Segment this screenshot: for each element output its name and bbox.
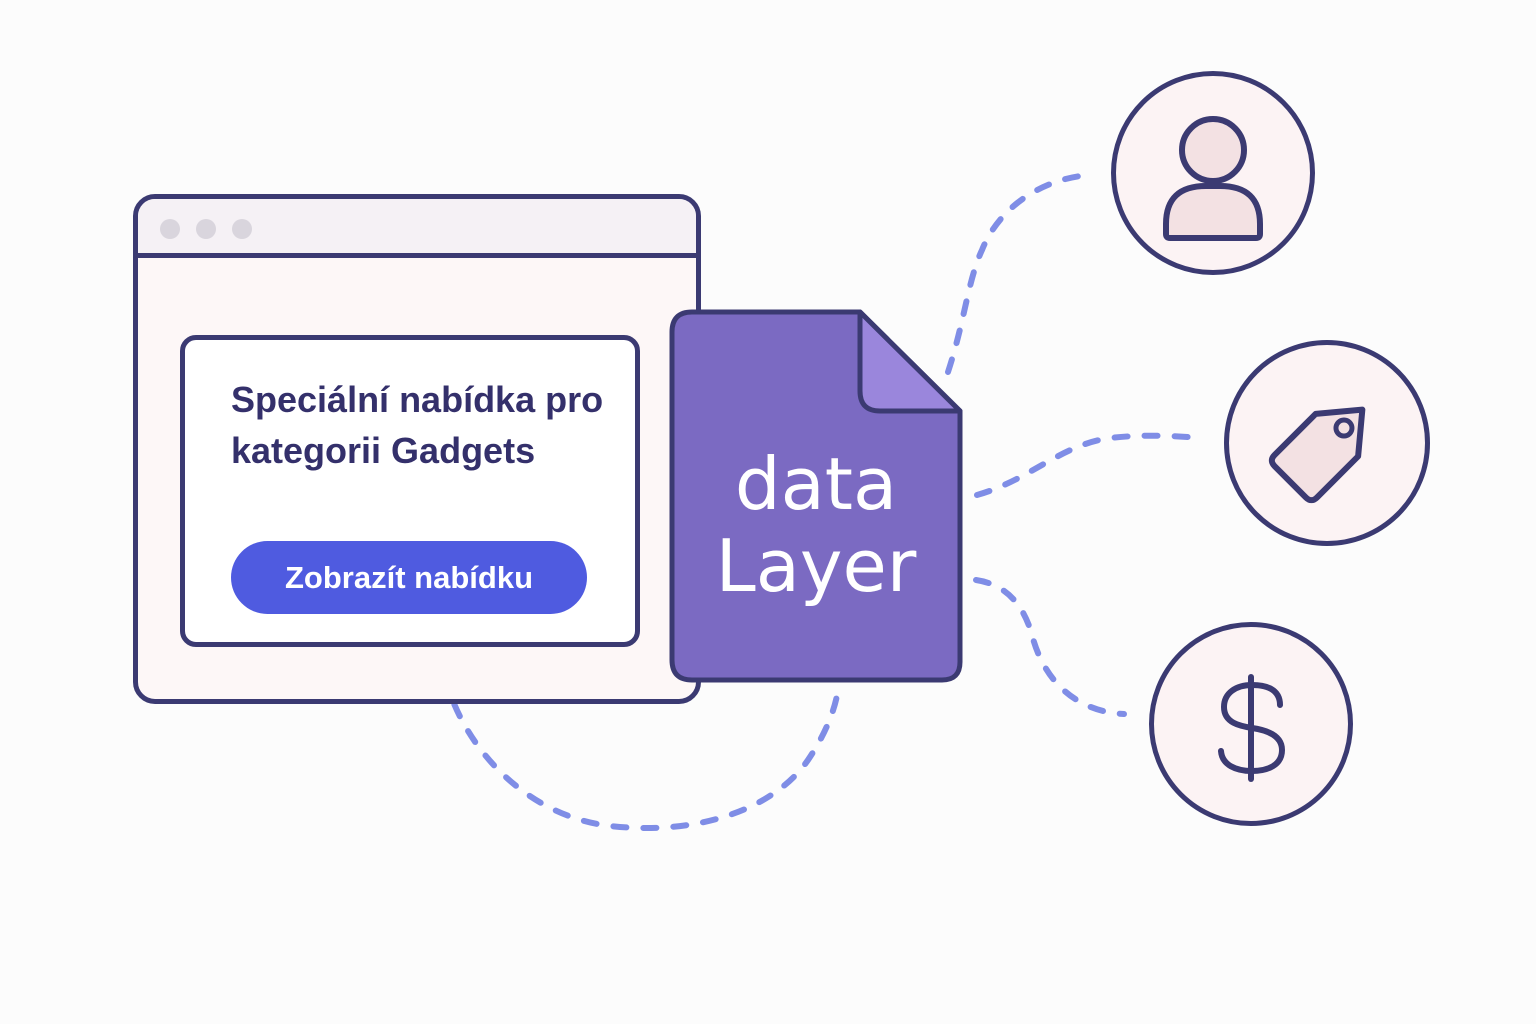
offer-card: Speciální nabídka pro kategorii Gadgets … <box>180 335 640 647</box>
user-circle <box>1111 71 1315 275</box>
tag-circle <box>1224 340 1430 546</box>
data-layer-label-line1: data <box>734 442 898 526</box>
browser-window: Speciální nabídka pro kategorii Gadgets … <box>133 194 701 704</box>
window-control-dot <box>160 219 180 239</box>
connector-loop <box>442 673 841 832</box>
window-control-dot <box>232 219 252 239</box>
document-icon <box>669 309 963 683</box>
user-icon <box>1163 116 1263 241</box>
browser-titlebar <box>138 199 696 258</box>
dollar-icon <box>1218 674 1286 782</box>
view-offer-button[interactable]: Zobrazít nabídku <box>231 541 587 614</box>
price-tag-icon <box>1268 406 1366 504</box>
data-layer-label-line2: Layer <box>715 524 917 608</box>
connector-to-dollar <box>973 577 1127 717</box>
offer-title: Speciální nabídka pro kategorii Gadgets <box>231 379 604 471</box>
dollar-circle <box>1149 622 1353 826</box>
connector-to-tag <box>974 432 1205 498</box>
data-layer-document: data Layer <box>660 300 972 692</box>
window-control-dot <box>196 219 216 239</box>
connector-to-user <box>945 172 1093 375</box>
